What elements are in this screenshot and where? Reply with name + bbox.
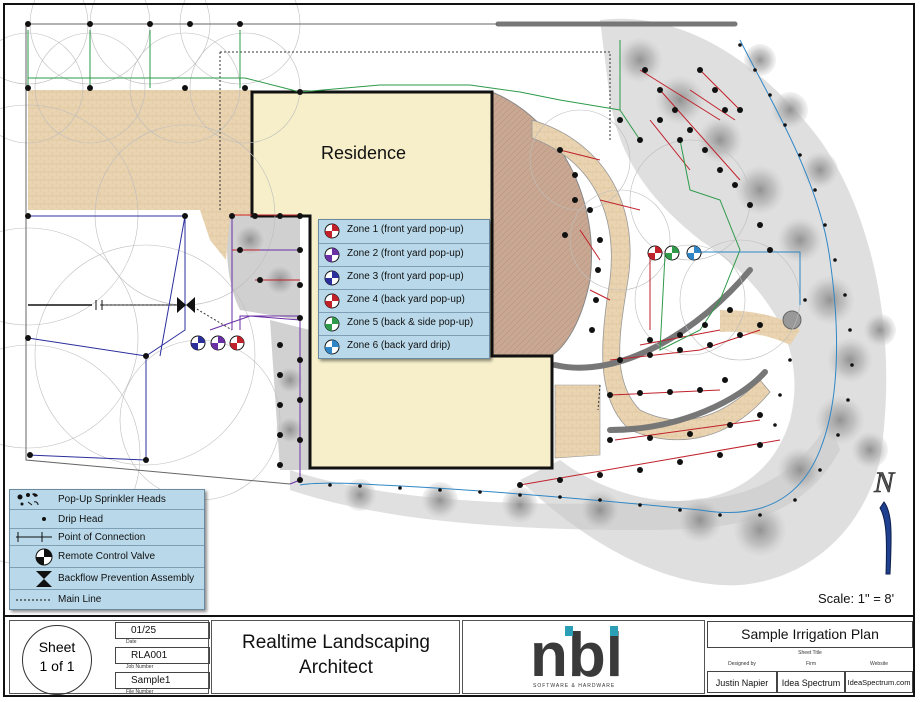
zone-label: Zone 6 (back yard drip): [347, 340, 451, 351]
symbol-legend-row: Backflow Prevention Assembly: [10, 567, 204, 590]
designed-by-caption: Designed by: [728, 661, 756, 667]
symbol-label: Drip Head: [58, 514, 104, 525]
control-valve-icon: [324, 270, 340, 286]
sheet-title: Sample Irrigation Plan: [707, 621, 913, 648]
sheet-number-circle: Sheet 1 of 1: [22, 625, 92, 695]
valve-manifold-front: [190, 335, 245, 351]
main-line-path: [100, 51, 611, 411]
backflow-preventer: [177, 297, 195, 313]
date-caption: Date: [126, 639, 137, 645]
zone-label: Zone 3 (front yard pop-up): [347, 271, 464, 282]
drip-head-icon: [42, 517, 46, 521]
backflow-icon: [36, 571, 52, 587]
scale-label: Scale: 1" = 8': [818, 591, 895, 606]
symbol-legend-row: Remote Control Valve: [10, 545, 204, 568]
job-number-caption: Job Number: [126, 664, 154, 670]
zone-legend-row: Zone 2 (front yard pop-up): [319, 243, 489, 266]
symbol-label: Remote Control Valve: [58, 551, 156, 562]
symbol-label: Backflow Prevention Assembly: [58, 573, 195, 584]
file-number-field: Sample1: [115, 672, 210, 689]
symbol-legend-row: Main Line: [10, 589, 204, 610]
symbol-legend-row: Point of Connection: [10, 528, 204, 546]
zone-legend-row: Zone 5 (back & side pop-up): [319, 312, 489, 335]
zone-legend-row: Zone 3 (front yard pop-up): [319, 266, 489, 289]
logo-text: nbl: [530, 622, 623, 682]
nbl-logo: nbl: [530, 622, 623, 682]
driveway-paving: [28, 90, 252, 210]
pop-up-sprinkler-heads: [25, 21, 773, 488]
north-arrow-icon: N: [873, 466, 896, 575]
symbol-label: Pop-Up Sprinkler Heads: [58, 494, 166, 505]
sheet-border: [3, 3, 915, 697]
control-valve-icon: [324, 339, 340, 355]
control-valve-icon: [324, 247, 340, 263]
website-value: IdeaSpectrum.com: [845, 671, 913, 693]
symbol-legend-row: Drip Head: [10, 509, 204, 529]
zone-label: Zone 1 (front yard pop-up): [347, 224, 464, 235]
zone-legend-row: Zone 1 (front yard pop-up): [319, 220, 489, 242]
file-number-caption: File Number: [126, 689, 154, 695]
control-valve-icon: [35, 548, 53, 566]
drip-heads: [328, 43, 854, 517]
sheet-title-caption: Sheet Title: [798, 650, 822, 656]
firm-caption: Firm: [806, 661, 816, 667]
firm-value: Idea Spectrum: [777, 671, 845, 693]
date-field: 01/25: [115, 622, 210, 639]
firm-title-line2: Architect: [299, 657, 373, 678]
sprinkler-heads-icon: [17, 493, 39, 506]
residence-label: Residence: [321, 143, 407, 163]
symbol-legend: Pop-Up Sprinkler Heads Drip Head Point o…: [9, 489, 205, 610]
symbol-label: Main Line: [58, 594, 102, 605]
designed-by-value: Justin Napier: [707, 671, 777, 693]
sheet-of: 1 of 1: [39, 658, 75, 674]
garden-path: [531, 119, 771, 441]
symbol-label: Point of Connection: [58, 532, 146, 543]
back-yard-planting-beds: [227, 18, 896, 586]
symbol-legend-row: Pop-Up Sprinkler Heads: [10, 490, 204, 509]
firm-title-line1: Realtime Landscaping: [241, 632, 430, 653]
zone-legend-row: Zone 4 (back yard pop-up): [319, 289, 489, 312]
job-number-field: RLA001: [115, 647, 210, 664]
control-valve-icon: [324, 293, 340, 309]
point-of-connection: [28, 300, 178, 310]
zone-label: Zone 5 (back & side pop-up): [347, 317, 474, 328]
sheet-info-box: [9, 620, 209, 694]
firm-box: [211, 620, 460, 694]
control-valve-icon: [324, 223, 340, 239]
valve-manifold-back: [647, 245, 702, 261]
sheet-word: Sheet: [38, 639, 76, 655]
retaining-walls: [495, 21, 768, 433]
svg-text:N: N: [873, 466, 896, 499]
main-line-icon: [16, 599, 52, 601]
point-of-connection-icon: [16, 532, 52, 542]
title-block: [5, 615, 913, 697]
firm-title: Realtime Landscaping Architect: [212, 630, 460, 680]
control-valve-icon: [324, 316, 340, 332]
logo-tagline: SOFTWARE & HARDWARE: [533, 683, 616, 689]
logo-box: [462, 620, 705, 694]
zone-legend-row: Zone 6 (back yard drip): [319, 335, 489, 358]
zone-legend: Zone 1 (front yard pop-up) Zone 2 (front…: [318, 219, 490, 359]
zone-label: Zone 2 (front yard pop-up): [347, 248, 464, 259]
website-caption: Website: [870, 661, 888, 667]
zone-label: Zone 4 (back yard pop-up): [347, 294, 465, 305]
